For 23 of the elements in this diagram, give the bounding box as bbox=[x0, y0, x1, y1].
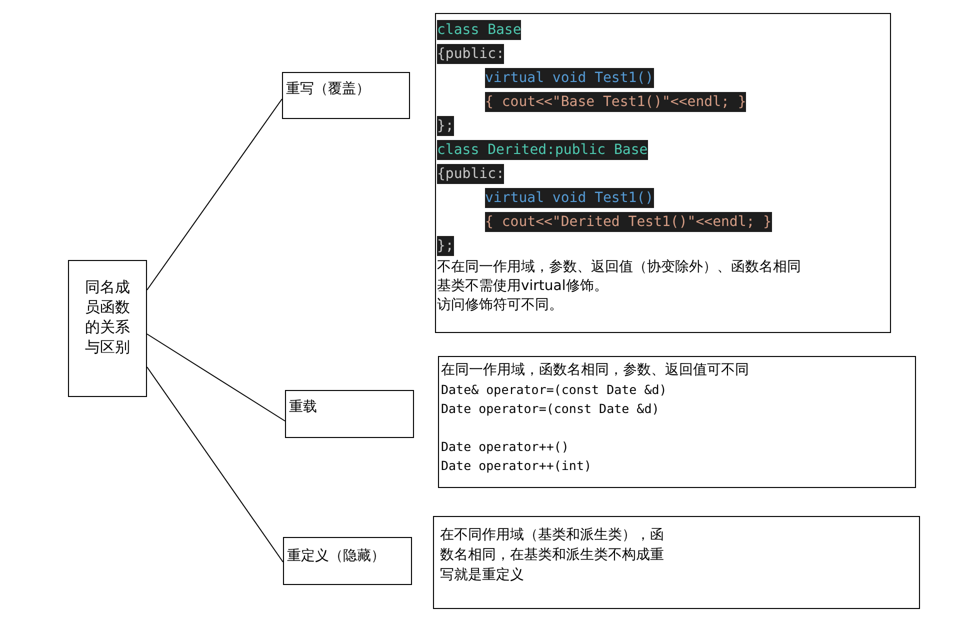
description-text: 在同一作用域，函数名相同，参数、返回值可不同 bbox=[441, 361, 750, 380]
connector-line bbox=[146, 366, 284, 562]
connector-line bbox=[146, 98, 282, 290]
concept-label: 重载 bbox=[289, 398, 318, 417]
description-text: 基类不需使用virtual修饰。 bbox=[437, 277, 609, 296]
code-line: Date& operator=(const Date &d) bbox=[441, 381, 668, 399]
explanation-box bbox=[435, 13, 891, 333]
concept-box bbox=[285, 390, 414, 438]
explanation-box bbox=[433, 516, 920, 609]
description-text: 访问修饰符可不同。 bbox=[437, 296, 564, 315]
description-text: 在不同作用域（基类和派生类），函数名相同，在基类和派生类不构成重写就是重定义 bbox=[440, 526, 665, 585]
code-line: Date operator++() bbox=[441, 438, 570, 456]
explanation-box bbox=[438, 356, 916, 488]
topic-box bbox=[68, 260, 147, 397]
concept-label: 重定义（隐藏） bbox=[287, 547, 386, 566]
description-text: 不在同一作用域，参数、返回值（协变除外）、函数名相同 bbox=[437, 258, 802, 277]
code-line: Date operator=(const Date &d) bbox=[441, 400, 660, 418]
concept-box bbox=[283, 537, 412, 585]
concept-box bbox=[282, 72, 410, 119]
connector-line bbox=[146, 334, 286, 422]
code-line: Date operator++(int) bbox=[441, 457, 593, 475]
concept-label: 重写（覆盖） bbox=[286, 80, 371, 99]
topic-label: 同名成员函数的关系与区别 bbox=[85, 277, 130, 357]
